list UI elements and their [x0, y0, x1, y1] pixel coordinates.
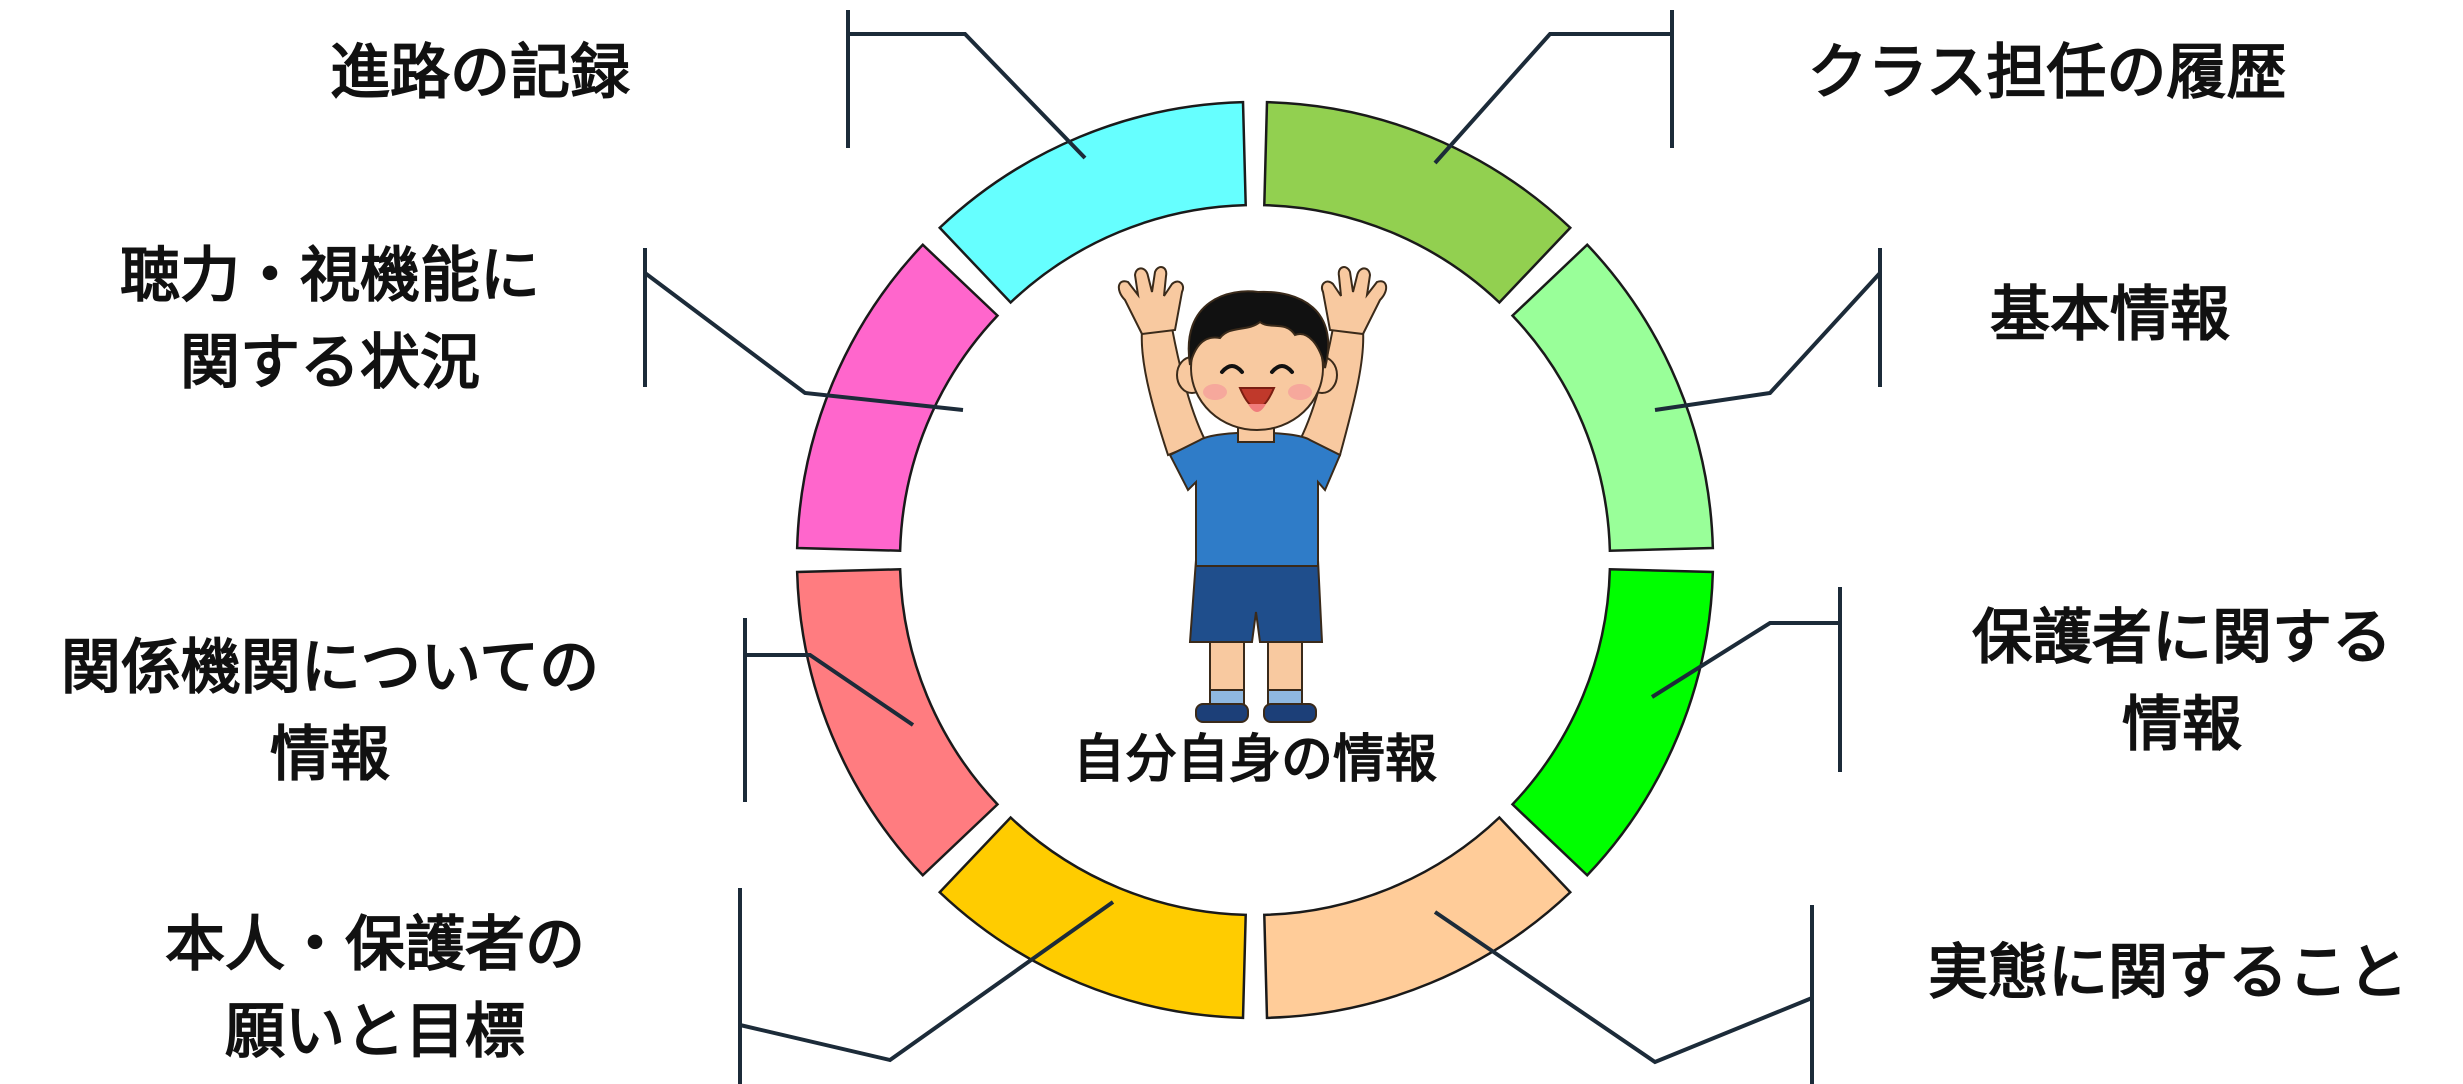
segment-guardian-info	[1510, 568, 1715, 878]
right-cheek	[1288, 384, 1312, 400]
center-label: 自分自身の情報	[1073, 730, 1437, 790]
right-hand	[1321, 266, 1388, 336]
leader-hearing-vision	[643, 271, 964, 412]
shorts	[1188, 559, 1324, 643]
label-hearing-vision-line2: 関する状況	[180, 328, 480, 398]
left-hand	[1117, 266, 1184, 336]
label-hearing-vision-line1: 聴力・視機能に	[120, 241, 540, 311]
segment-actual-condition	[1263, 815, 1573, 1020]
leader-lines	[643, 10, 1882, 1084]
label-guardian-info-line1: 保護者に関する	[1972, 603, 2392, 673]
left-eye	[1220, 364, 1244, 374]
shirt	[1168, 431, 1342, 567]
ring	[795, 100, 1715, 1020]
label-actual-condition: 実態に関すること	[1928, 938, 2408, 1008]
right-shoe	[1263, 703, 1317, 723]
segment-class-teacher-history	[1263, 100, 1573, 305]
label-guardian-info-line2: 情報	[2122, 690, 2242, 760]
right-eye	[1270, 364, 1294, 374]
label-related-agencies-line2: 情報	[270, 720, 390, 790]
label-wishes-goals-line2: 願いと目標	[225, 997, 525, 1067]
leader-class-teacher-history	[1433, 32, 1672, 165]
left-shoe	[1195, 703, 1249, 723]
leader-guardian-info	[1650, 621, 1840, 699]
label-wishes-goals-line1: 本人・保護者の	[165, 910, 585, 980]
tongue	[1248, 404, 1266, 412]
segment-basic-info	[1510, 242, 1715, 552]
label-basic-info: 基本情報	[1990, 280, 2230, 350]
label-related-agencies-line1: 関係機関についての	[61, 633, 599, 703]
leader-basic-info	[1654, 271, 1882, 412]
segment-hearing-vision	[795, 242, 1000, 552]
label-course-record: 進路の記録	[330, 38, 631, 108]
segment-course-record	[937, 100, 1247, 305]
segment-related-agencies	[795, 568, 1000, 878]
right-leg	[1267, 639, 1303, 696]
left-leg	[1209, 639, 1245, 696]
leader-course-record	[848, 32, 1087, 160]
child-illustration	[1117, 266, 1388, 723]
left-cheek	[1203, 384, 1227, 400]
leader-related-agencies	[745, 653, 915, 727]
leader-actual-condition	[1433, 910, 1813, 1065]
leader-wishes-goals	[739, 900, 1115, 1063]
hair	[1187, 290, 1330, 369]
label-class-teacher-history: クラス担任の履歴	[1808, 38, 2287, 108]
